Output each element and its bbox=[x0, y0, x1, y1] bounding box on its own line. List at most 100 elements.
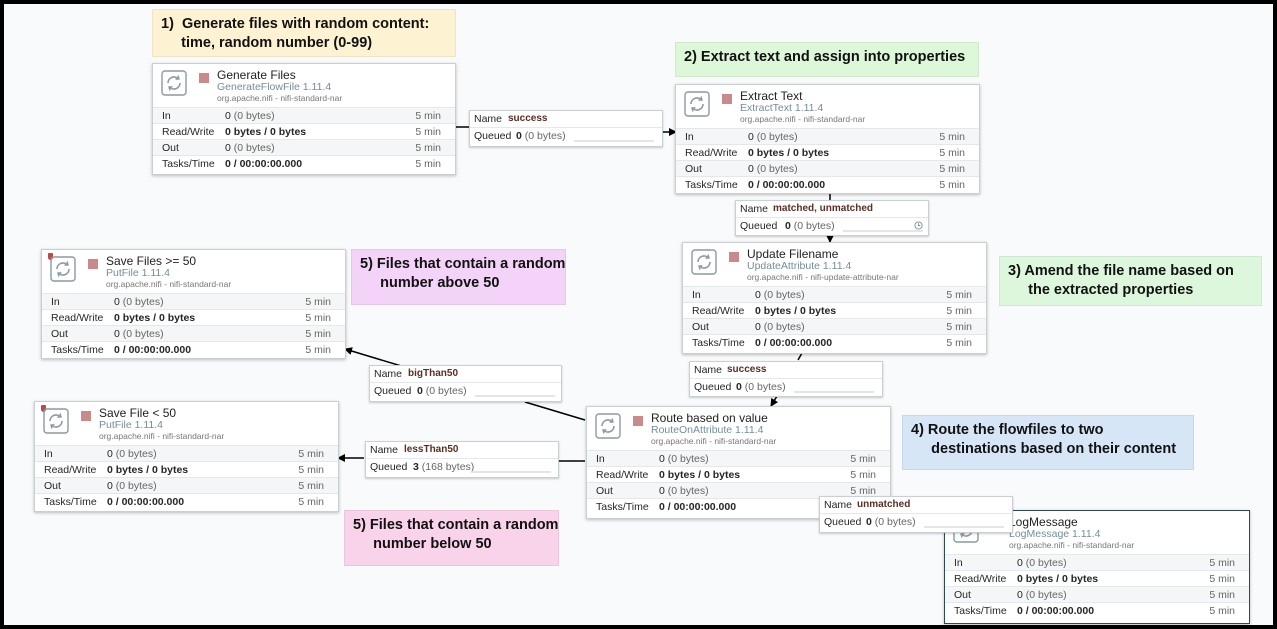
stats-label: Out bbox=[692, 321, 709, 333]
out-bytes: (0 bytes) bbox=[122, 328, 164, 340]
connection-line-success-2[interactable] bbox=[797, 352, 803, 361]
stopped-icon bbox=[633, 416, 643, 426]
processor-name: Save File < 50 bbox=[99, 406, 177, 420]
stats-label: In bbox=[685, 131, 694, 143]
out-bytes: (0 bytes) bbox=[233, 142, 275, 154]
stats-label: Out bbox=[685, 163, 702, 175]
processor-icon bbox=[161, 70, 187, 96]
label-line: number above 50 bbox=[360, 275, 500, 291]
warning-badge-icon[interactable] bbox=[48, 253, 53, 260]
stats-window: 5 min bbox=[850, 485, 876, 497]
conn-queued-label: Queued bbox=[694, 381, 732, 393]
label-route[interactable]: 4) Route the flowfiles to two destinatio… bbox=[902, 415, 1194, 470]
in-count: 0 bbox=[114, 296, 120, 308]
stats-window: 5 min bbox=[946, 337, 972, 349]
stats-label: Out bbox=[51, 328, 68, 340]
label-update[interactable]: 3) Amend the file name based on the extr… bbox=[999, 256, 1262, 306]
tasks-time-value: 0 / 00:00:00.000 bbox=[1017, 605, 1095, 617]
connection-lines bbox=[337, 126, 834, 462]
conn-queued-label: Queued bbox=[474, 130, 512, 142]
out-count: 0 bbox=[225, 142, 231, 154]
processor-type: UpdateAttribute 1.11.4 bbox=[747, 260, 852, 272]
tasks-time-value: 0 / 00:00:00.000 bbox=[755, 337, 833, 349]
stats-window: 5 min bbox=[850, 453, 876, 465]
processor-name: Route based on value bbox=[651, 411, 768, 425]
tasks-time-value: 0 / 00:00:00.000 bbox=[225, 158, 303, 170]
flow-canvas[interactable]: 1) Generate files with random content: t… bbox=[4, 4, 1273, 625]
stats-window: 5 min bbox=[939, 163, 965, 175]
label-line: 5) Files that contain a random bbox=[353, 517, 559, 533]
stats-window: 5 min bbox=[946, 321, 972, 333]
connection-line-success-2-end[interactable] bbox=[770, 395, 779, 407]
stats-row-rw: Read/Write 0 bytes / 0 bytes 5 min bbox=[587, 466, 890, 482]
label-extract[interactable]: 2) Extract text and assign into properti… bbox=[675, 42, 979, 77]
processor-icon bbox=[43, 408, 69, 434]
stats-window: 5 min bbox=[946, 305, 972, 317]
stats-window: 5 min bbox=[946, 289, 972, 301]
stats-window: 5 min bbox=[1209, 557, 1235, 569]
out-count: 0 bbox=[107, 480, 113, 492]
label-above-50[interactable]: 5) Files that contain a random number ab… bbox=[351, 249, 566, 305]
label-below-50[interactable]: 5) Files that contain a random number be… bbox=[344, 510, 559, 566]
stats-window: 5 min bbox=[1209, 573, 1235, 585]
stats-label: Read/Write bbox=[596, 469, 649, 481]
read-write-value: 0 bytes / 0 bytes bbox=[755, 305, 837, 317]
conn-queued-label: Queued bbox=[824, 516, 862, 528]
queued-count: 0 bbox=[785, 220, 791, 232]
stats-label: Read/Write bbox=[51, 312, 104, 324]
stats-label: Tasks/Time bbox=[51, 344, 104, 356]
processor-icon bbox=[50, 256, 76, 282]
queue-bar bbox=[843, 230, 923, 232]
relationship-name: success bbox=[508, 113, 548, 124]
stats-window: 5 min bbox=[305, 344, 331, 356]
processor-type: PutFile 1.11.4 bbox=[99, 419, 164, 431]
relationship-name: unmatched bbox=[857, 499, 911, 510]
relationship-name: lessThan50 bbox=[404, 444, 459, 455]
stopped-icon bbox=[88, 259, 98, 269]
processor-bundle: org.apache.nifi - nifi-standard-nar bbox=[217, 93, 343, 103]
warning-badge-icon[interactable] bbox=[41, 405, 46, 412]
queued-count: 0 bbox=[417, 385, 423, 397]
stats-window: 5 min bbox=[939, 147, 965, 159]
stats-window: 5 min bbox=[415, 110, 441, 122]
queued-count: 0 bbox=[736, 381, 742, 393]
read-write-value: 0 bytes / 0 bytes bbox=[659, 469, 741, 481]
connection-line-bigthan50[interactable] bbox=[524, 401, 586, 421]
conn-name-label: Name bbox=[374, 368, 403, 380]
processor-bundle: org.apache.nifi - nifi-standard-nar bbox=[99, 431, 225, 441]
conn-name-label: Name bbox=[740, 203, 769, 215]
queued-bytes: (0 bytes) bbox=[874, 516, 916, 528]
processor-icon bbox=[684, 91, 710, 117]
in-bytes: (0 bytes) bbox=[233, 110, 275, 122]
processor-name: Update Filename bbox=[747, 247, 839, 261]
read-write-value: 0 bytes / 0 bytes bbox=[225, 126, 307, 138]
label-generate[interactable]: 1) Generate files with random content: t… bbox=[152, 9, 456, 57]
queued-count: 3 bbox=[413, 461, 419, 473]
queue-bar bbox=[794, 391, 874, 393]
stats-window: 5 min bbox=[415, 158, 441, 170]
out-count: 0 bbox=[114, 328, 120, 340]
connection-line-bigthan50-end[interactable] bbox=[344, 347, 409, 369]
stats-window: 5 min bbox=[850, 469, 876, 481]
stats-label: Tasks/Time bbox=[596, 501, 649, 513]
